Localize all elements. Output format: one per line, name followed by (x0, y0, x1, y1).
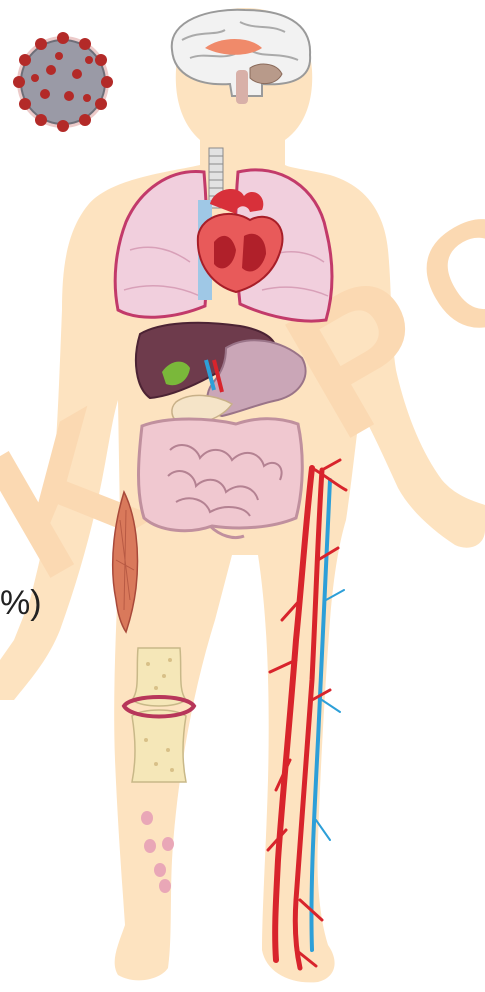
cropped-edge-text: %) (0, 586, 42, 620)
coronavirus-icon (13, 32, 113, 132)
intestines-icon (139, 419, 303, 538)
